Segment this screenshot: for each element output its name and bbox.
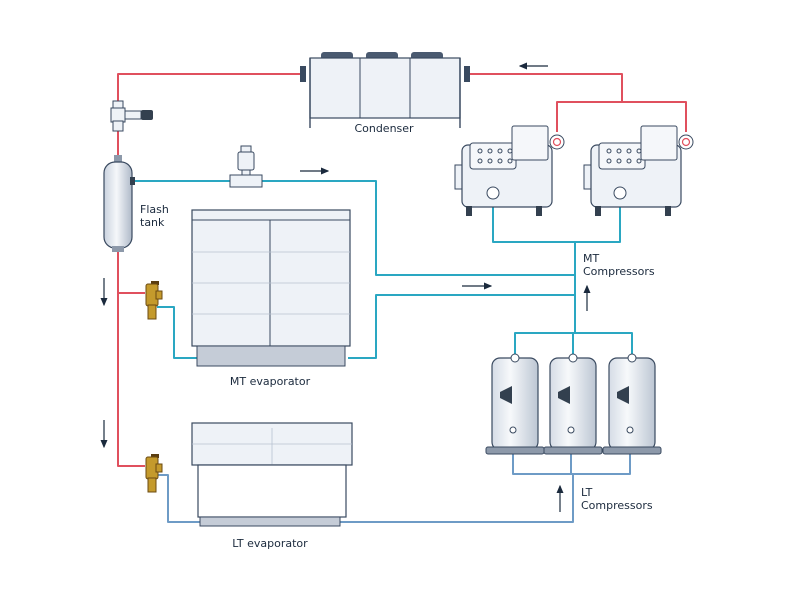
mt-compressors-label-1: MT — [583, 252, 599, 265]
mt-expansion-valve-icon — [145, 281, 163, 320]
condenser — [300, 52, 470, 128]
lt-compressor-1 — [485, 353, 545, 455]
expansion-valve-icon — [110, 100, 153, 132]
lt-evaporator — [191, 422, 353, 527]
mt-compressor-2 — [583, 125, 694, 216]
flash-tank-label-1: Flash — [140, 203, 169, 216]
mt-evaporator — [191, 209, 351, 367]
condenser-label: Condenser — [354, 122, 414, 135]
mt-compressors-label-2: Compressors — [583, 265, 655, 278]
lt-compressor-2 — [543, 353, 603, 455]
lt-compressors-label-2: Compressors — [581, 499, 653, 512]
hot-gas-line — [117, 73, 687, 165]
lt-evaporator-label: LT evaporator — [232, 537, 308, 550]
flash-tank — [103, 155, 135, 252]
mt-evaporator-label: MT evaporator — [230, 375, 311, 388]
mt-compressor-1 — [454, 125, 565, 216]
lt-compressor-3 — [602, 353, 662, 455]
flash-tank-label-2: tank — [140, 216, 165, 229]
flash-gas-valve-icon — [229, 145, 263, 188]
lt-expansion-valve-icon — [145, 454, 163, 493]
flow-arrows — [100, 62, 591, 512]
lt-compressors-label-1: LT — [581, 486, 593, 499]
liquid-line — [117, 246, 145, 467]
